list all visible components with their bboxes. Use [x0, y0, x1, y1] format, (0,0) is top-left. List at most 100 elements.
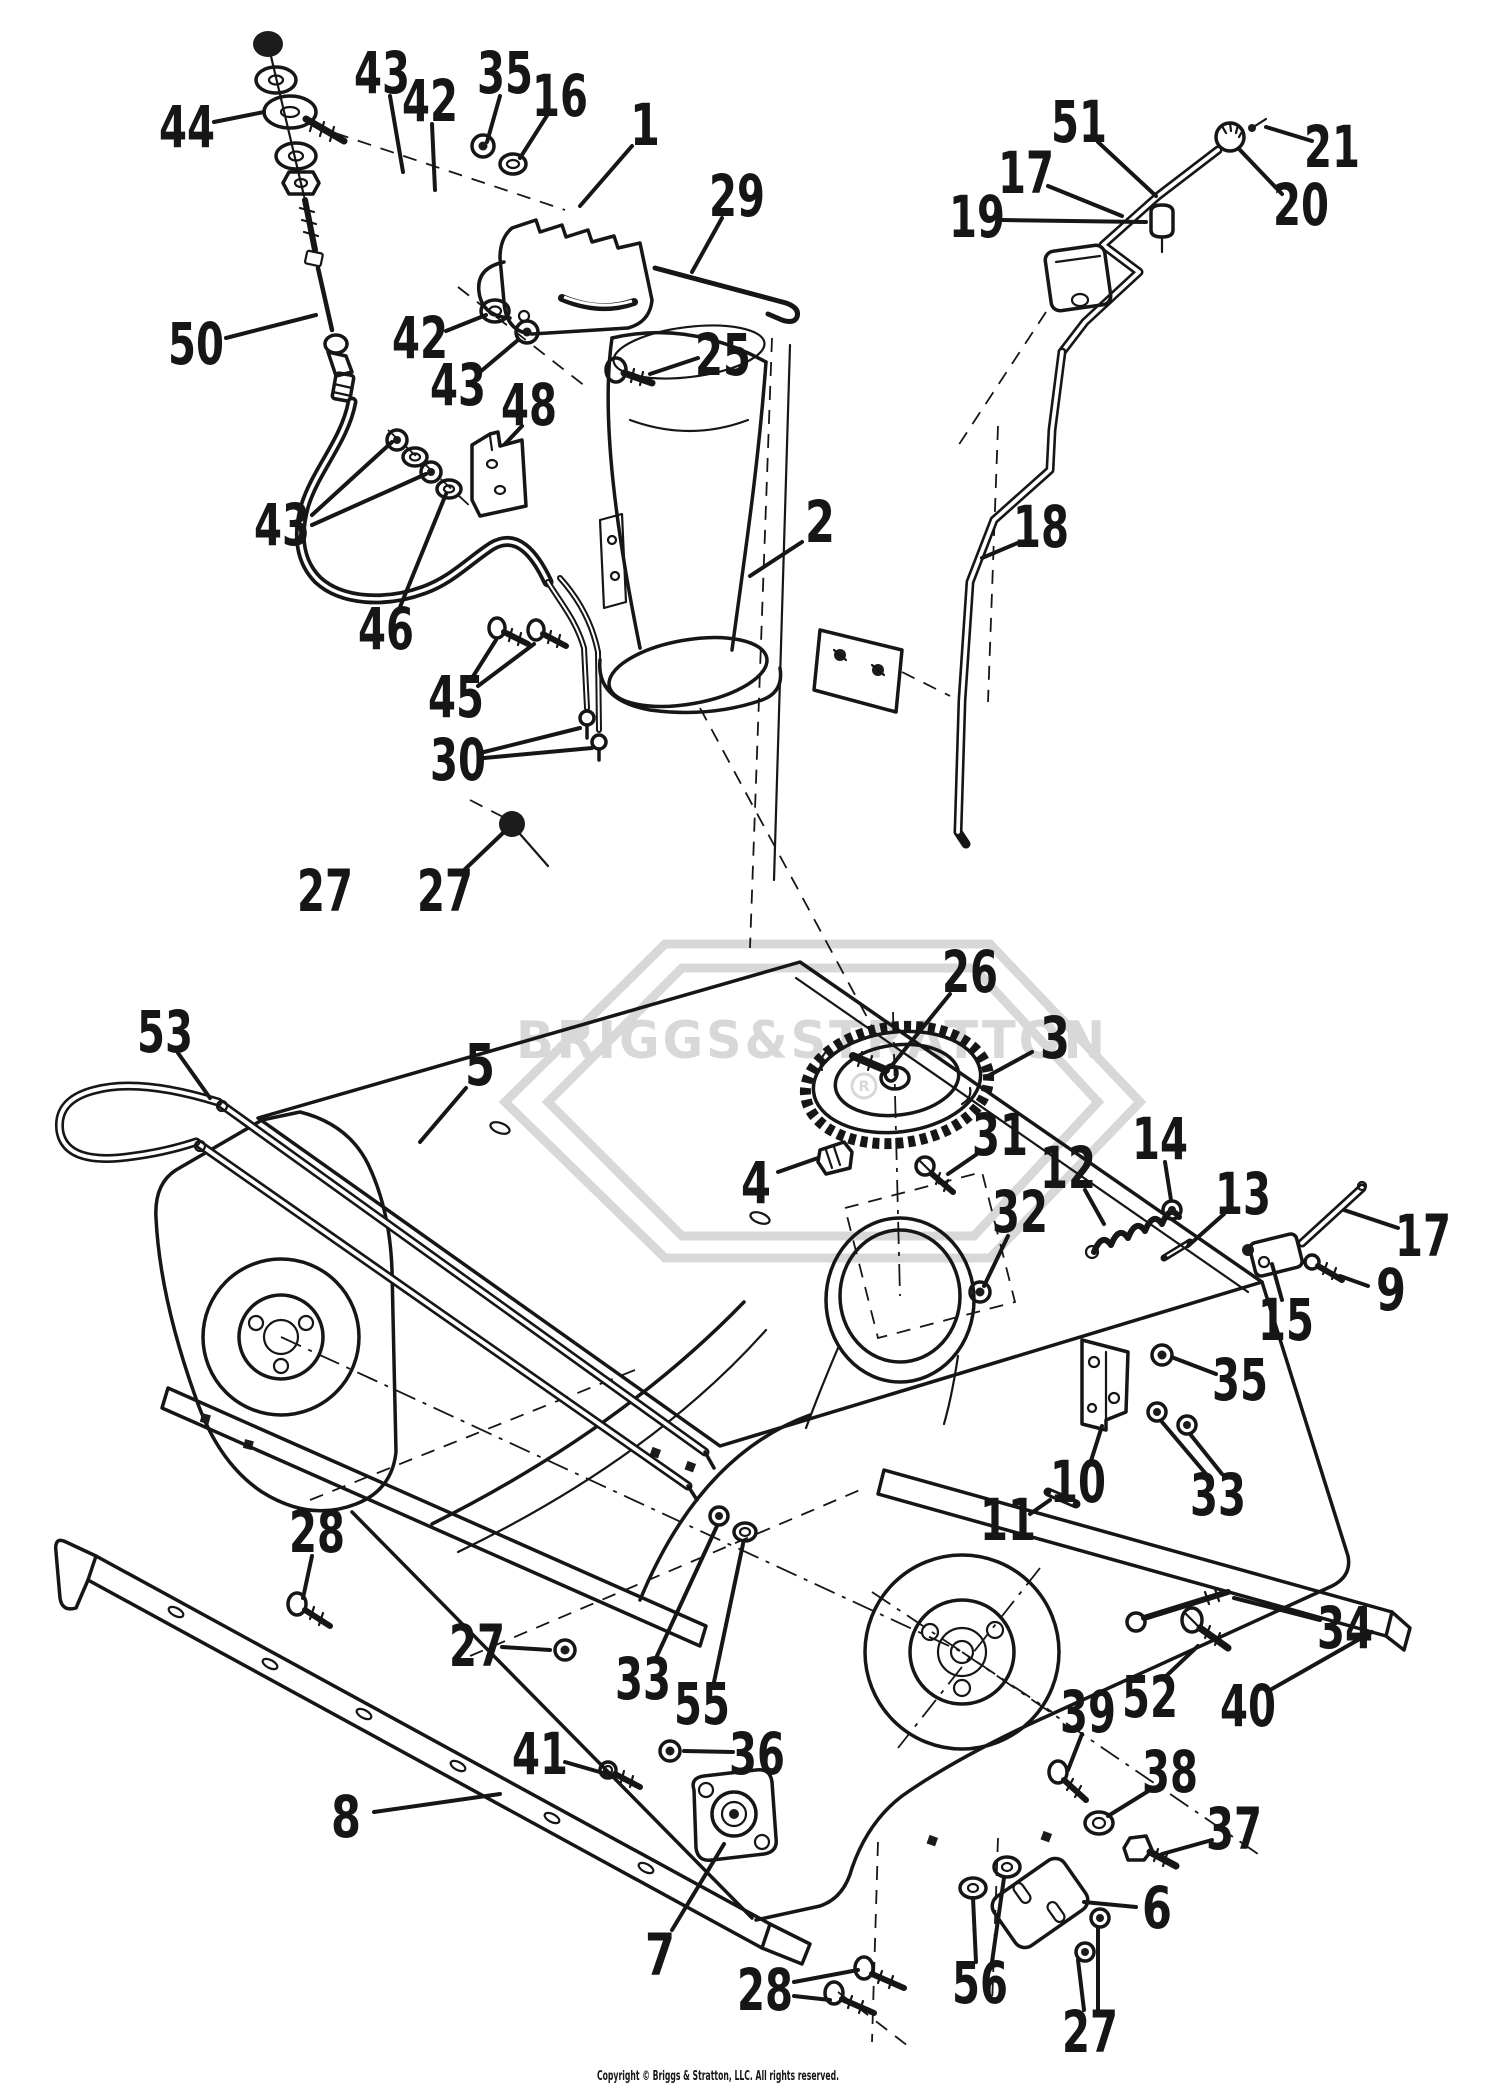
callout-leader-51: [1096, 140, 1158, 198]
callout-number-44: 44: [159, 93, 215, 161]
callout-leader-30: [482, 746, 594, 760]
callout-leader-43: [388, 94, 405, 174]
callout-leader-55: [712, 1542, 745, 1684]
callout-number-17: 17: [998, 139, 1054, 207]
nuts-33b: [1146, 1401, 1198, 1436]
callout-leader-50: [224, 313, 318, 340]
handle-53: [54, 1081, 716, 1502]
callout-number-32: 32: [992, 1178, 1048, 1246]
callout-leader-5: [418, 1086, 468, 1144]
chute-opening: [804, 1216, 976, 1430]
callout-leader-43: [310, 472, 428, 527]
briggs-stratton-watermark: BRIGGS&STRATTON R: [498, 939, 1147, 1263]
grommet-27: [499, 811, 550, 868]
nut-27b: [553, 1638, 577, 1662]
callout-leader-43: [478, 338, 520, 374]
callout-leader-45: [470, 638, 498, 680]
callout-leader-20: [1238, 148, 1284, 196]
callout-leader-18: [980, 540, 1022, 560]
control-cable: [294, 197, 608, 762]
nut-33a: [708, 1505, 730, 1527]
callout-leader-37: [1160, 1838, 1214, 1856]
callout-number-51: 51: [1051, 88, 1107, 156]
callout-leader-9: [1338, 1274, 1370, 1288]
callout-leader-32: [982, 1234, 1010, 1288]
callout-leader-21: [1264, 125, 1314, 143]
screw-44: [302, 115, 348, 145]
callout-number-27: 27: [449, 1612, 505, 1680]
callout-leader-53: [176, 1051, 212, 1100]
screw-21: [1248, 117, 1268, 132]
callout-leader-29: [690, 216, 724, 274]
callout-number-10: 10: [1050, 1448, 1106, 1516]
callout-leader-27: [1076, 1958, 1086, 2012]
callout-number-28: 28: [289, 1498, 345, 1566]
callout-number-28: 28: [737, 1956, 793, 2024]
callout-leader-35: [485, 94, 502, 144]
callout-number-43: 43: [254, 491, 310, 559]
scraper-bar-8: [53, 1538, 812, 1966]
crank-cap-19: [1149, 203, 1175, 254]
rod-17: [1297, 1180, 1368, 1248]
callout-leader-17: [1046, 184, 1124, 218]
callout-leader-38: [1106, 1788, 1152, 1818]
screw-9: [1303, 1253, 1345, 1283]
callout-number-29: 29: [709, 162, 765, 230]
callout-number-37: 37: [1206, 1795, 1262, 1863]
crank-rod-18: [812, 347, 1067, 849]
cable-washer-stack: [253, 31, 348, 198]
callout-number-56: 56: [952, 1949, 1008, 2017]
callout-leader-43: [310, 440, 394, 517]
nut-32: [968, 1280, 992, 1304]
callout-leader-30: [482, 726, 582, 754]
watermark-text: BRIGGS&STRATTON: [516, 1011, 1108, 1071]
clamp-15: [1242, 1232, 1304, 1278]
callout-number-34: 34: [1317, 1594, 1373, 1662]
callout-leader-52: [1161, 1644, 1200, 1681]
callout-number-45: 45: [428, 663, 484, 731]
callout-number-48: 48: [501, 371, 557, 439]
callout-number-15: 15: [1258, 1286, 1314, 1354]
callout-number-18: 18: [1013, 493, 1069, 561]
callout-leader-33: [1188, 1432, 1224, 1476]
callout-leader-39: [1066, 1732, 1084, 1772]
callout-leader-19: [1000, 218, 1148, 224]
callout-leader-56: [971, 1896, 978, 1964]
callout-leader-7: [670, 1842, 726, 1932]
callout-leader-45: [476, 642, 536, 688]
callout-number-25: 25: [695, 321, 751, 389]
nut-35b: [1150, 1343, 1174, 1367]
callout-leader-33: [654, 1524, 719, 1660]
nut-36: [658, 1739, 682, 1763]
screw-39: [1047, 1759, 1089, 1803]
callout-number-9: 9: [1376, 1256, 1406, 1324]
callout-leader-46: [396, 492, 448, 614]
callout-number-19: 19: [949, 183, 1005, 251]
auger-housing: [154, 960, 1351, 1922]
screws-45: [487, 616, 569, 649]
callout-number-43: 43: [354, 39, 410, 107]
screws-28b: [823, 1955, 907, 2016]
callout-number-2: 2: [805, 488, 835, 556]
roll-pin-26: [849, 1050, 899, 1083]
callout-leader-28: [301, 1554, 314, 1600]
callout-leader-13: [1186, 1212, 1226, 1248]
nuts-27c: [1074, 1907, 1111, 1963]
callout-number-36: 36: [729, 1720, 785, 1788]
callout-number-3: 3: [1040, 1004, 1070, 1072]
chute-crank: [1043, 117, 1268, 357]
callout-number-42: 42: [392, 304, 448, 372]
callout-number-4: 4: [741, 1149, 771, 1217]
watermark-registered-icon: R: [859, 1079, 870, 1095]
washer-38: [1083, 1810, 1115, 1836]
callout-number-7: 7: [645, 1921, 675, 1989]
callout-number-14: 14: [1132, 1105, 1188, 1173]
callout-number-52: 52: [1122, 1663, 1178, 1731]
callout-number-27: 27: [1062, 1998, 1118, 2066]
callout-number-27: 27: [297, 857, 353, 925]
cover-plate-6: [990, 1856, 1090, 1950]
construction-lines: [280, 132, 1259, 2047]
callout-number-38: 38: [1142, 1738, 1198, 1806]
